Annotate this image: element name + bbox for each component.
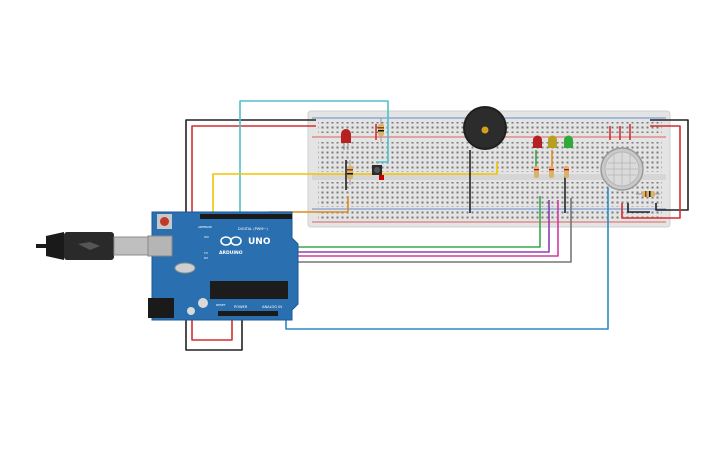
push-button[interactable] bbox=[372, 165, 384, 180]
brand-label: ARDUINO bbox=[219, 250, 243, 256]
aref-label: AREF bbox=[198, 225, 206, 229]
digital-label: DIGITAL (PWM~) bbox=[238, 227, 268, 231]
power-label: POWER bbox=[234, 305, 248, 309]
usb-plug-icon bbox=[78, 242, 100, 250]
usb-cable bbox=[36, 232, 153, 260]
rx-label: RX bbox=[204, 256, 208, 260]
terminal-holes-bottom bbox=[318, 182, 662, 207]
gnd-label: GND bbox=[205, 225, 213, 229]
arduino-board bbox=[147, 211, 299, 321]
wire-blue bbox=[285, 188, 609, 330]
center-channel bbox=[312, 174, 666, 180]
wire-red-right bbox=[621, 125, 681, 219]
resistor-1 bbox=[378, 118, 384, 142]
wire-black-gnd bbox=[185, 119, 316, 351]
capacitor bbox=[187, 307, 195, 315]
led-yellow bbox=[548, 135, 557, 148]
wire-yellow bbox=[212, 162, 498, 215]
capacitor bbox=[198, 298, 208, 308]
led-red bbox=[533, 135, 542, 148]
digital-header bbox=[200, 214, 292, 219]
piezo-buzzer bbox=[463, 106, 507, 150]
resistor-2 bbox=[347, 160, 353, 185]
led-green bbox=[564, 135, 573, 148]
reset-label: RESET bbox=[216, 303, 226, 307]
usb-port bbox=[147, 235, 173, 257]
led-resistors bbox=[534, 166, 569, 178]
wire-cyan bbox=[239, 100, 389, 213]
jumper-black bbox=[627, 203, 650, 213]
resistor-sensor bbox=[636, 191, 660, 197]
reset-button-cap bbox=[160, 217, 169, 226]
crystal bbox=[174, 262, 196, 274]
gas-sensor bbox=[600, 147, 644, 191]
wire-black-right bbox=[650, 119, 689, 211]
led-red-left bbox=[341, 129, 351, 150]
rail-holes bbox=[318, 211, 662, 221]
on-label: ON bbox=[204, 235, 209, 239]
analog-label: ANALOG IN bbox=[262, 305, 282, 309]
tx-label: TX bbox=[203, 251, 208, 255]
power-analog-header bbox=[218, 311, 278, 316]
power-jack bbox=[148, 298, 174, 318]
board-model-label: UNO bbox=[248, 237, 271, 247]
wire-red-5v bbox=[191, 125, 316, 341]
atmega-chip bbox=[210, 281, 288, 299]
